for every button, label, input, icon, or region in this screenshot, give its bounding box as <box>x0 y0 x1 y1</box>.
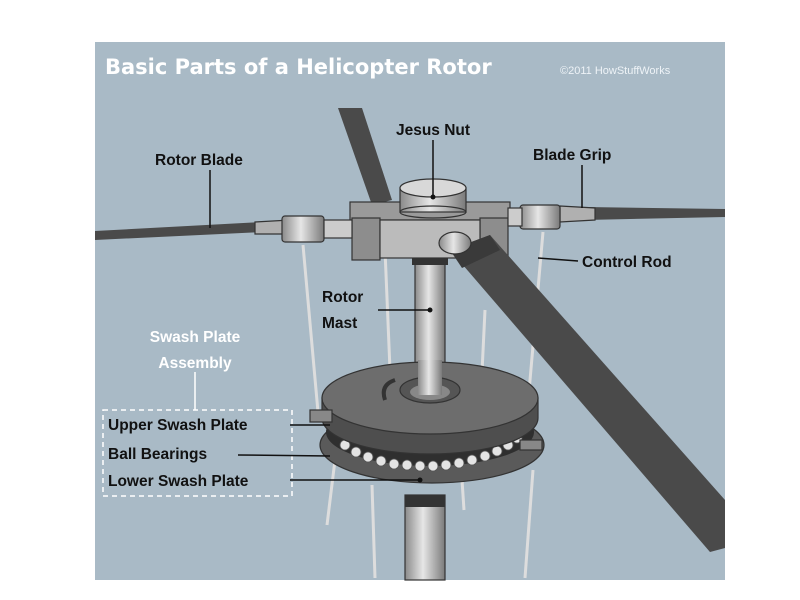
back-rotor-blade <box>338 108 392 205</box>
right-blade-grip <box>519 204 561 230</box>
front-rotor-blade <box>438 231 725 552</box>
label-rotor-blade: Rotor Blade <box>155 152 243 169</box>
label-swash-assembly-line2: Assembly <box>158 355 232 372</box>
label-ball-bearings: Ball Bearings <box>108 446 207 463</box>
label-lower-swash-plate: Lower Swash Plate <box>108 473 249 490</box>
diagram-title: Basic Parts of a Helicopter Rotor <box>105 55 492 79</box>
left-blade-grip <box>281 215 325 243</box>
copyright: ©2011 HowStuffWorks <box>560 65 671 77</box>
ball-bearings-leader <box>237 454 331 457</box>
label-rotor-mast-line1: Rotor <box>322 289 363 306</box>
right-rotor-blade <box>585 207 725 220</box>
lower-rotor-mast <box>404 494 446 581</box>
label-swash-assembly-line1: Swash Plate <box>150 329 241 346</box>
label-blade-grip: Blade Grip <box>533 147 611 164</box>
diagram-background <box>95 42 725 580</box>
label-rotor-mast-line2: Mast <box>322 315 357 332</box>
label-control-rod: Control Rod <box>582 254 672 271</box>
swash-assembly-box <box>102 409 293 497</box>
left-rotor-blade <box>95 222 262 240</box>
control-rod-leader <box>537 257 579 262</box>
label-upper-swash-plate: Upper Swash Plate <box>108 417 248 434</box>
label-jesus-nut: Jesus Nut <box>396 122 470 139</box>
swash-plate-assembly <box>309 360 545 484</box>
